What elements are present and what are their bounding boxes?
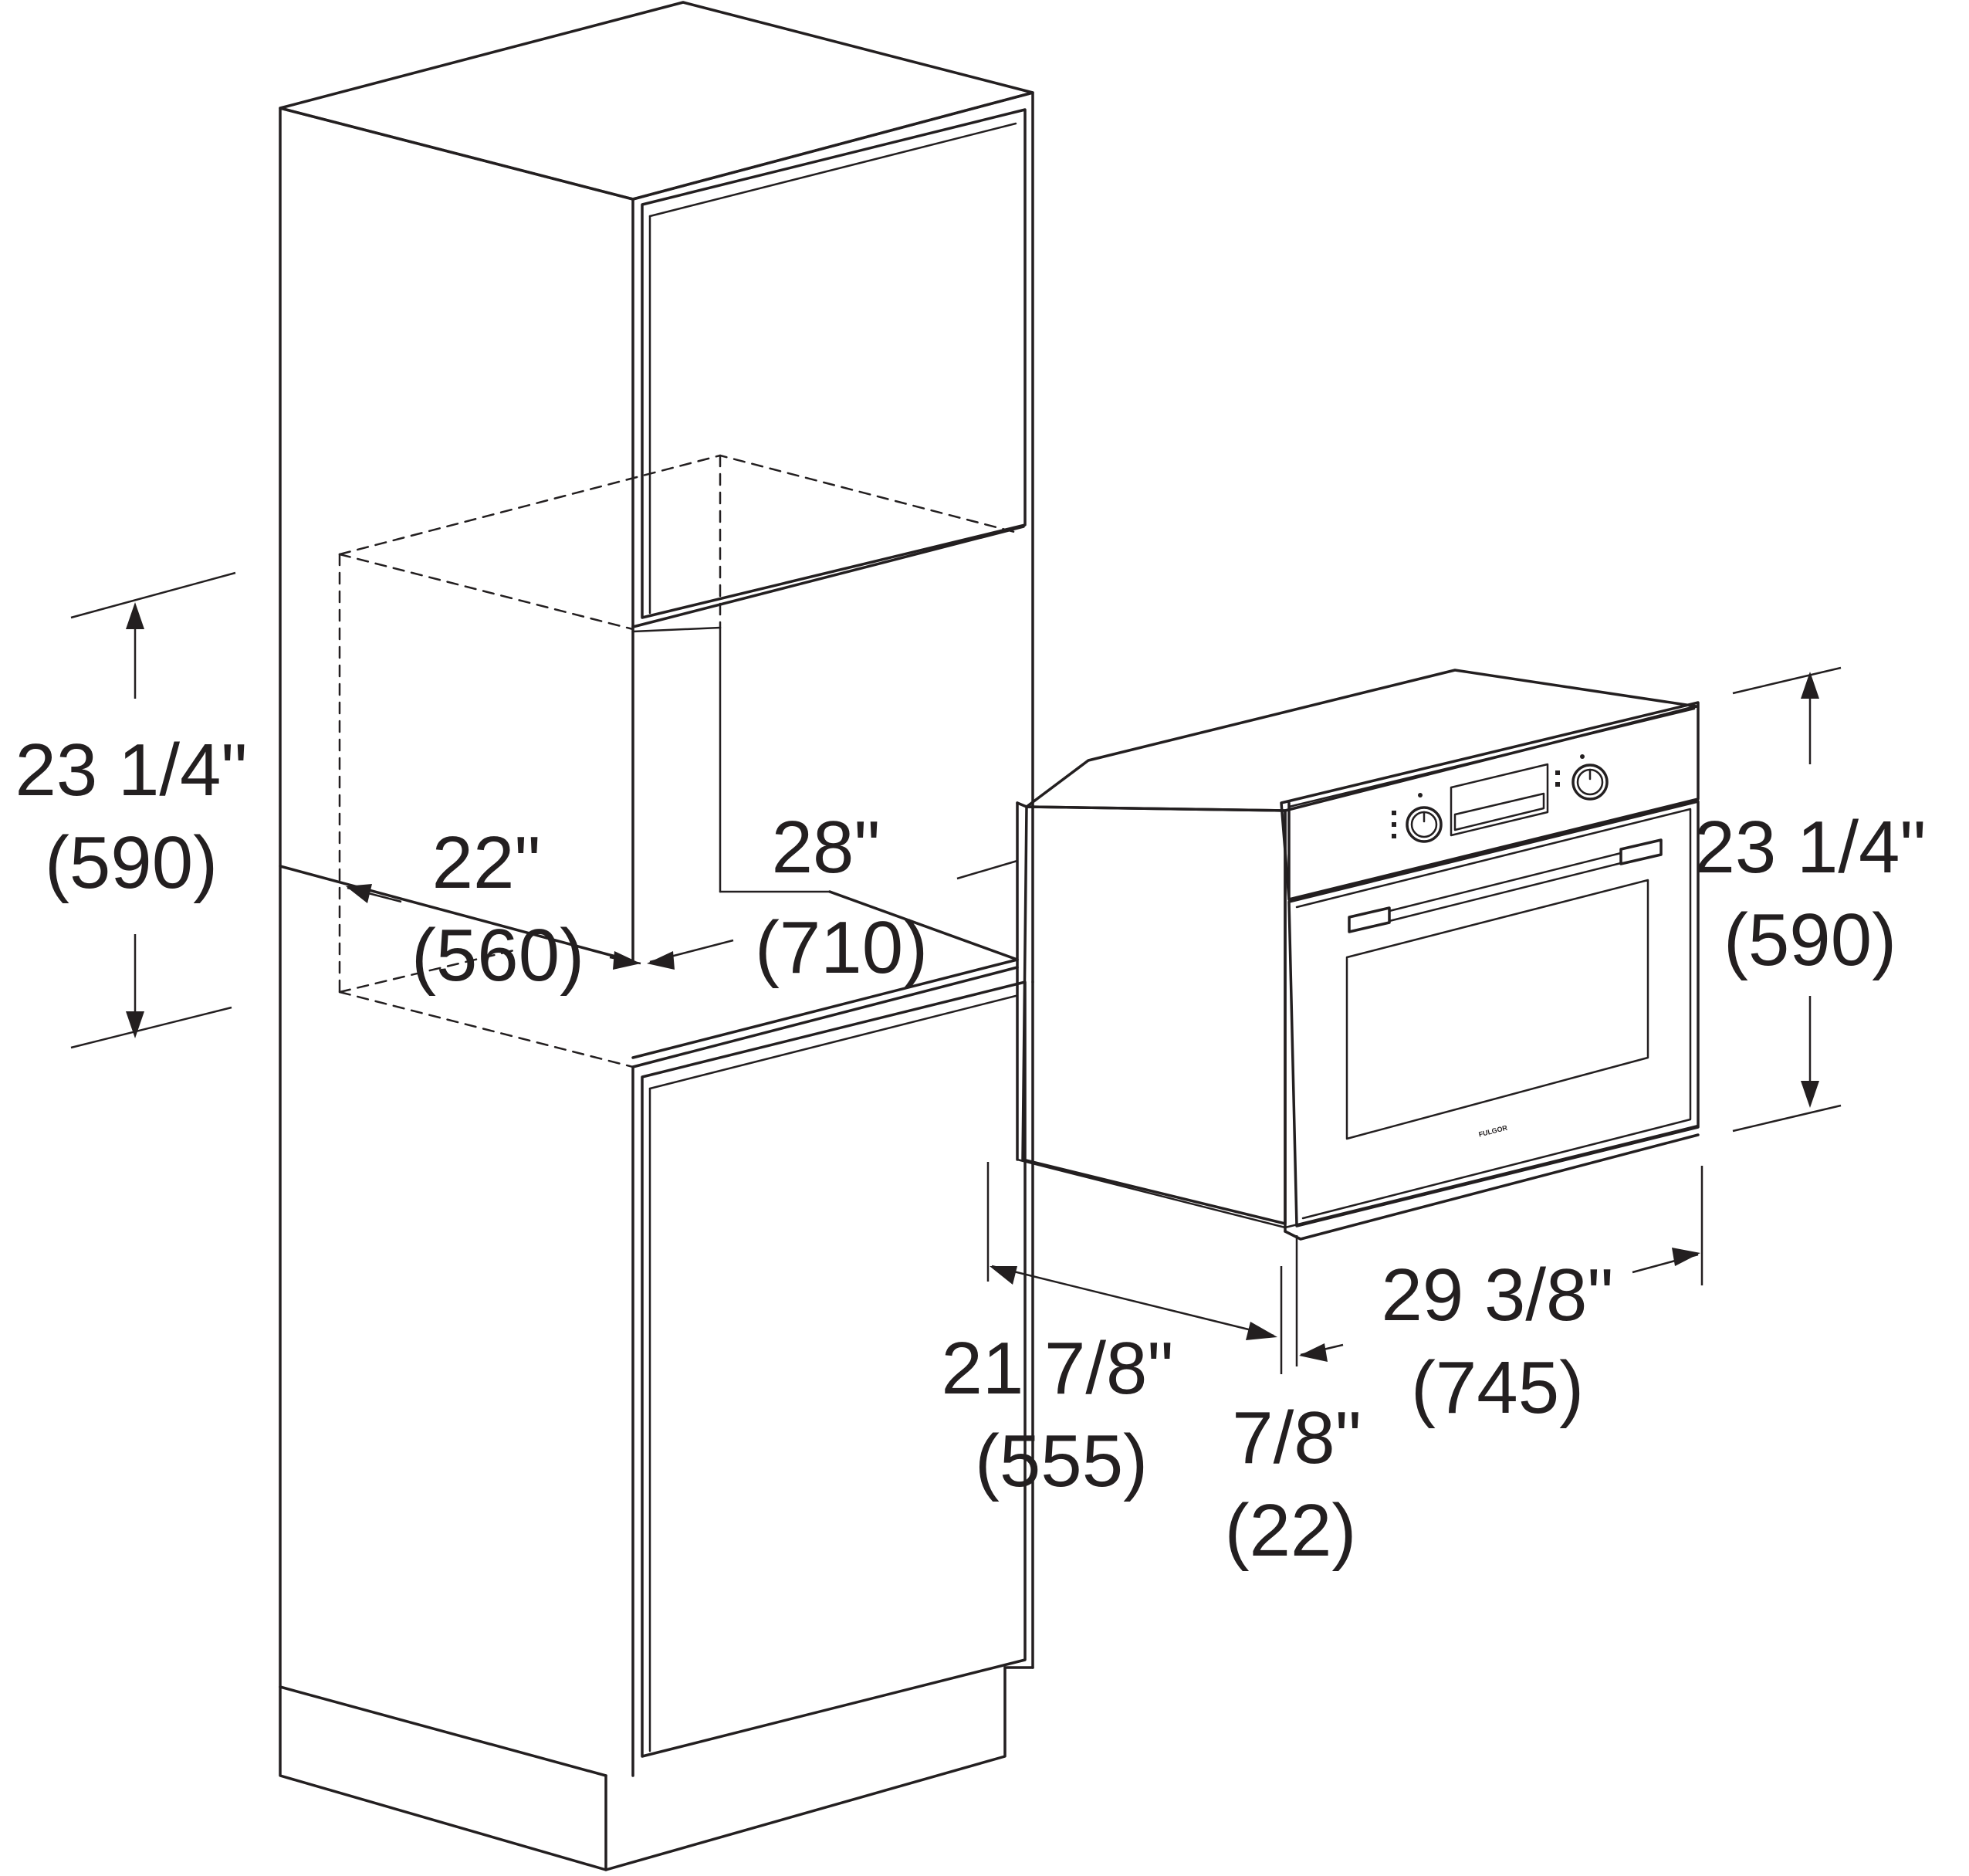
oven-front-thickness-mm: (22) xyxy=(1225,1489,1357,1572)
cabinet-height-inch: 23 1/4" xyxy=(15,729,248,811)
dimension-labels: 23 1/4" (590) 22" (560) 28" (710) 23 1/4… xyxy=(15,729,1927,1572)
oven-height-inch: 23 1/4" xyxy=(1694,806,1927,889)
cabinet-depth-mm: (560) xyxy=(411,914,584,997)
oven-depth-inch: 21 7/8" xyxy=(942,1327,1174,1410)
oven-width-mm: (745) xyxy=(1411,1346,1584,1429)
oven-front-thickness-inch: 7/8" xyxy=(1232,1397,1362,1479)
cabinet-width-mm: (710) xyxy=(755,906,928,989)
oven-depth-mm: (555) xyxy=(975,1420,1148,1502)
cabinet-width-inch: 28" xyxy=(772,806,881,889)
tall-cabinet xyxy=(279,1,1034,1871)
svg-text:FULGOR: FULGOR xyxy=(1478,1124,1509,1139)
cabinet-height-mm: (590) xyxy=(45,821,218,904)
wall-oven: FULGOR xyxy=(1016,669,1700,1241)
cabinet-depth-inch: 22" xyxy=(432,821,541,904)
oven-width-inch: 29 3/8" xyxy=(1382,1254,1614,1336)
dimension-lines xyxy=(70,571,1842,1374)
oven-height-mm: (590) xyxy=(1724,899,1896,981)
